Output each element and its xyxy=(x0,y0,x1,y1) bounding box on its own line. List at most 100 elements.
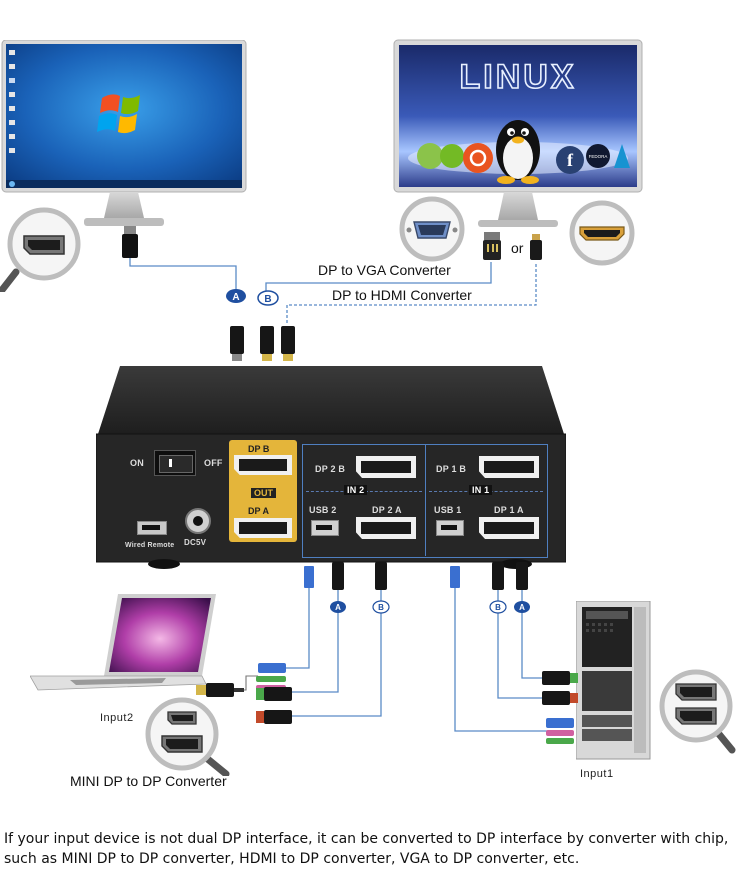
opensuse-icon xyxy=(440,144,464,168)
out-label: OUT xyxy=(251,488,276,498)
marker-a-top: A xyxy=(226,289,246,303)
out-dp-b-port[interactable] xyxy=(234,455,292,475)
laptop xyxy=(29,592,216,696)
svg-text:f: f xyxy=(567,150,574,170)
marker-a-in1: A xyxy=(514,601,530,613)
windows-monitor-graphic xyxy=(1,39,247,226)
in2-usb-label: USB 2 xyxy=(309,505,337,515)
fedora-badge xyxy=(586,144,610,168)
usb-plug-laptop xyxy=(258,663,286,673)
displayport-icon-4 xyxy=(675,707,717,725)
in2-dp-a-label: DP 2 A xyxy=(372,505,402,515)
mini-displayport-icon xyxy=(167,711,197,725)
marker-a-in2: A xyxy=(330,601,346,613)
cable-input2-usb xyxy=(285,586,310,669)
dp-plug-out-b xyxy=(260,326,274,361)
audio-plug-pc-green xyxy=(546,738,574,744)
cable-a-left-monitor xyxy=(129,258,237,300)
hdmi-port-icon xyxy=(579,226,625,241)
displayport-icon xyxy=(23,235,65,255)
wired-remote-port[interactable] xyxy=(137,521,167,535)
in1-usb-port[interactable] xyxy=(436,520,464,536)
displayport-icon-2 xyxy=(161,735,203,753)
in1-dp-a-label: DP 1 A xyxy=(494,505,524,515)
dc5v-label: DC5V xyxy=(184,538,207,547)
caption-line-1: If your input device is not dual DP inte… xyxy=(4,831,729,847)
dp-to-vga-label: DP to VGA Converter xyxy=(318,262,451,278)
dp-plug-out-b2 xyxy=(281,326,295,361)
cable-input2-b xyxy=(292,590,382,717)
hdmi-plug xyxy=(530,234,542,260)
vga-port-icon xyxy=(406,221,458,239)
svg-text:B: B xyxy=(264,294,271,305)
in2-dp-b-port[interactable] xyxy=(356,456,416,478)
cable-b-hdmi xyxy=(286,262,537,323)
input2-label: Input2 xyxy=(100,712,134,724)
ubuntu-icon xyxy=(463,143,493,173)
cable-input1-usb xyxy=(454,586,550,732)
dp-to-hdmi-label: DP to HDMI Converter xyxy=(332,287,472,303)
input-divider xyxy=(425,444,426,556)
svg-text:A: A xyxy=(232,292,239,303)
in2-label: IN 2 xyxy=(344,485,368,495)
magnifier-hdmi-port xyxy=(566,200,638,266)
fedora-badge-label: FEDORA xyxy=(589,154,608,159)
svg-text:B: B xyxy=(378,603,384,612)
dp-plug-pc-a xyxy=(542,671,578,685)
in1-usb-label: USB 1 xyxy=(434,505,462,515)
cable-input1-a xyxy=(521,590,545,679)
dp-plug-in2-b xyxy=(375,562,387,590)
in1-label: IN 1 xyxy=(469,485,493,495)
in1-dp-a-port[interactable] xyxy=(479,517,539,539)
power-on-label: ON xyxy=(130,458,144,468)
linux-title: LINUX xyxy=(460,58,577,96)
usb-plug-pc xyxy=(546,718,574,728)
dc5v-jack[interactable] xyxy=(185,508,211,534)
mini-dp-converter-label: MINI DP to DP Converter xyxy=(70,773,227,789)
out-dp-a-port[interactable] xyxy=(234,518,292,538)
in1-dp-b-port[interactable] xyxy=(479,456,539,478)
magnifier-dp-port-left xyxy=(0,206,90,294)
vga-plug xyxy=(483,232,501,260)
windows-logo xyxy=(97,94,140,134)
in2-dp-a-port[interactable] xyxy=(356,517,416,539)
arch-icon xyxy=(614,144,630,168)
power-switch-rocker xyxy=(159,455,193,473)
audio-plug-pc-pink xyxy=(546,730,574,736)
linux-monitor-graphic: LINUX f FEDORA xyxy=(393,39,643,227)
dp-plug-in1-b xyxy=(492,562,504,590)
in2-dp-b-label: DP 2 B xyxy=(315,464,346,474)
monitor-windows xyxy=(0,39,248,230)
linux-mint-icon xyxy=(417,143,443,169)
wired-remote-label: Wired Remote xyxy=(125,542,175,549)
dp-plug-out-a xyxy=(230,326,244,361)
magnifier-mini-dp xyxy=(142,694,234,778)
or-label: or xyxy=(511,240,524,256)
dp-plug-in2-a xyxy=(332,562,344,590)
svg-text:B: B xyxy=(495,603,501,612)
magnifier-vga-port xyxy=(396,196,470,262)
svg-text:A: A xyxy=(335,603,341,612)
marker-b-in2: B xyxy=(372,600,390,614)
usb-plug-in2 xyxy=(304,566,314,588)
magnifier-dp-ports-right xyxy=(656,668,736,754)
audio-plug-green xyxy=(256,676,286,682)
out-dp-a-label: DP A xyxy=(248,506,270,516)
dp-plug-pc-b xyxy=(542,691,578,705)
cable-input1-b xyxy=(497,590,545,699)
dp-plug-in1-a xyxy=(516,562,528,590)
marker-b-top: B xyxy=(257,290,279,306)
tux-penguin-icon xyxy=(496,120,540,184)
in1-dp-b-label: DP 1 B xyxy=(436,464,467,474)
displayport-icon-3 xyxy=(675,683,717,701)
power-switch[interactable] xyxy=(154,450,196,476)
usb-plug-in1 xyxy=(450,566,460,588)
in2-usb-port[interactable] xyxy=(311,520,339,536)
power-off-label: OFF xyxy=(204,458,223,468)
dp-plug-left-monitor xyxy=(122,226,138,258)
monitor-linux: LINUX f FEDORA xyxy=(392,38,644,230)
dp-plug-laptop-b xyxy=(256,710,292,724)
desktop-tower xyxy=(575,600,654,761)
cable-input2-a xyxy=(292,590,339,693)
mini-dp-plug xyxy=(196,683,244,697)
